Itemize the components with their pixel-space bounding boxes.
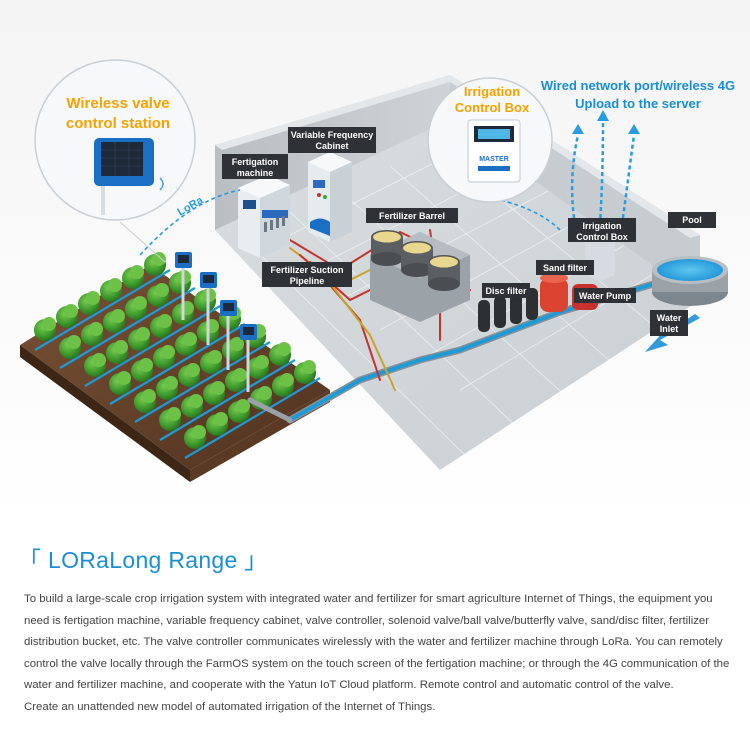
svg-text:Pipeline: Pipeline	[290, 276, 325, 286]
crop-bush-highlight	[277, 342, 291, 356]
control-box-title-1: Irrigation	[464, 84, 520, 99]
irrigation-system-diagram: LoRa Wireless valve control station Irri…	[0, 0, 750, 520]
svg-text:Fertigation: Fertigation	[232, 157, 279, 167]
crop-bush-highlight	[67, 335, 81, 349]
crop-bush-highlight	[133, 296, 147, 310]
svg-text:Cabinet: Cabinet	[315, 141, 348, 151]
crop-bush-highlight	[186, 363, 200, 377]
crop-bush-highlight	[89, 322, 103, 336]
crop-bush-highlight	[92, 353, 106, 367]
crop-bush-highlight	[258, 386, 272, 400]
svg-text:machine: machine	[237, 168, 274, 178]
crop-bush-highlight	[233, 368, 247, 382]
wireless-station-title-2: control station	[66, 115, 170, 132]
crop-bush-highlight	[280, 373, 294, 387]
svg-text:Fertilizer Suction: Fertilizer Suction	[270, 265, 343, 275]
crop-bush-highlight	[255, 355, 269, 369]
control-box-callout: Irrigation Control Box MASTER	[427, 77, 553, 203]
label-pool: Pool	[668, 212, 716, 228]
crop-bush-highlight	[152, 252, 166, 266]
variable-frequency-cabinet	[308, 152, 352, 242]
crop-bush-highlight	[158, 314, 172, 328]
svg-text:Water Pump: Water Pump	[579, 291, 632, 301]
svg-text:Pool: Pool	[682, 215, 702, 225]
label-sand-filter: Sand filter	[536, 260, 594, 275]
label-water-inlet: Water Inlet	[650, 310, 688, 336]
crop-bush-highlight	[189, 394, 203, 408]
svg-text:Variable Frequency: Variable Frequency	[291, 130, 374, 140]
label-disc-filter: Disc filter	[482, 283, 530, 298]
wireless-station-title-1: Wireless valve	[66, 95, 169, 112]
svg-text:Water: Water	[657, 313, 682, 323]
lora-link	[139, 189, 241, 256]
crop-bush-highlight	[64, 304, 78, 318]
label-fertigation-machine: Fertigation machine	[222, 154, 288, 179]
network-line-1: Wired network port/wireless 4G	[541, 78, 735, 93]
crop-bush-highlight	[214, 412, 228, 426]
section-body: To build a large-scale crop irrigation s…	[24, 589, 736, 719]
svg-text:Control Box: Control Box	[576, 232, 628, 242]
upload-arrows	[570, 119, 636, 226]
svg-text:Inlet: Inlet	[660, 324, 679, 334]
label-irrigation-control-box: Irrigation Control Box	[568, 218, 636, 242]
crop-bush-highlight	[230, 337, 244, 351]
crop-bush-highlight	[86, 291, 100, 305]
crop-bush-highlight	[136, 327, 150, 341]
wireless-station-callout: Wireless valve control station	[34, 59, 196, 263]
crop-bush-highlight	[139, 358, 153, 372]
crop-bush-highlight	[111, 309, 125, 323]
crop-bush-highlight	[302, 360, 316, 374]
section-heading: 「 LORaLong Range 」	[18, 547, 268, 573]
crop-bush-highlight	[167, 407, 181, 421]
label-water-pump: Water Pump	[574, 288, 636, 303]
crop-bush-highlight	[183, 332, 197, 346]
body-paragraph-1: To build a large-scale crop irrigation s…	[24, 593, 730, 692]
svg-text:Fertilizer Barrel: Fertilizer Barrel	[379, 211, 445, 221]
svg-text:Sand filter: Sand filter	[543, 263, 588, 273]
crop-field	[20, 252, 330, 482]
fertilizer-barrels	[370, 230, 470, 322]
label-fertilizer-suction-pipeline: Fertilizer Suction Pipeline	[262, 262, 352, 287]
crop-bush-highlight	[130, 265, 144, 279]
crop-bush-highlight	[208, 350, 222, 364]
crop-bush-highlight	[236, 399, 250, 413]
body-paragraph-2: Create an unattended new model of automa…	[24, 700, 436, 713]
control-box-title-2: Control Box	[455, 100, 530, 115]
crop-bush-highlight	[142, 389, 156, 403]
crop-bush-highlight	[164, 376, 178, 390]
crop-bush-highlight	[192, 425, 206, 439]
crop-bush-highlight	[161, 345, 175, 359]
valve-controller-boxes	[175, 252, 257, 340]
crop-bush-highlight	[117, 371, 131, 385]
pool	[652, 256, 728, 306]
svg-text:Irrigation: Irrigation	[582, 221, 621, 231]
label-fertilizer-barrel: Fertilizer Barrel	[366, 208, 458, 223]
crop-bush-highlight	[155, 283, 169, 297]
label-variable-frequency-cabinet: Variable Frequency Cabinet	[288, 127, 376, 153]
valve-controllers	[181, 268, 250, 392]
master-logo: MASTER	[479, 156, 509, 163]
crop-bush-highlight	[42, 317, 56, 331]
crop-bush-highlight	[108, 278, 122, 292]
disc-filter	[478, 288, 538, 332]
network-line-2: Upload to the server	[575, 96, 701, 111]
fertigation-machine	[238, 175, 290, 258]
crop-bush-highlight	[211, 381, 225, 395]
crop-bush-highlight	[114, 340, 128, 354]
svg-text:Disc filter: Disc filter	[485, 286, 527, 296]
